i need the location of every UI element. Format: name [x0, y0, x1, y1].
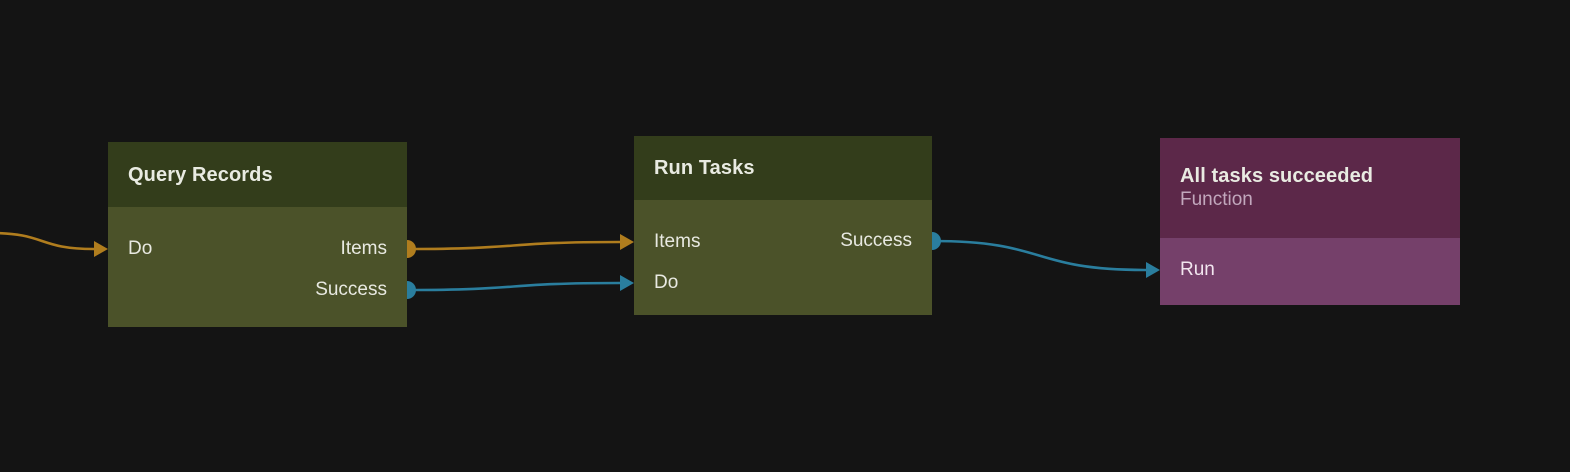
port-label: Items: [654, 231, 701, 252]
output-port-items[interactable]: Items: [341, 237, 387, 261]
edge-arrowhead-success-to-run: [1146, 262, 1160, 278]
port-label: Run: [1180, 259, 1215, 280]
edge-incoming-do[interactable]: [0, 231, 96, 251]
node-title: All tasks succeeded: [1180, 165, 1374, 188]
node-subtitle: Function: [1180, 189, 1253, 211]
edge-success-to-run[interactable]: [930, 239, 1148, 272]
node-body-all-tasks-succeeded: Run: [1160, 238, 1460, 305]
port-label: Success: [840, 230, 912, 251]
edge-success-to-do[interactable]: [405, 281, 622, 292]
edge-arrowhead-incoming-do: [94, 241, 108, 257]
edge-arrowhead-items-to-items: [620, 234, 634, 250]
port-label: Do: [654, 272, 679, 293]
port-label: Items: [340, 238, 387, 259]
port-label: Do: [128, 238, 153, 259]
node-title: Query Records: [128, 163, 273, 186]
node-header-run-tasks[interactable]: Run Tasks: [634, 136, 932, 200]
input-port-do[interactable]: Do: [128, 237, 152, 261]
output-port-success[interactable]: Success: [840, 229, 912, 253]
node-title: Run Tasks: [654, 157, 755, 179]
port-label: Success: [315, 279, 387, 300]
output-port-success[interactable]: Success: [315, 278, 387, 302]
input-port-items[interactable]: Items: [654, 230, 700, 254]
edge-items-to-items[interactable]: [405, 240, 622, 251]
input-port-run[interactable]: Run: [1180, 258, 1215, 282]
edge-arrowhead-success-to-do: [620, 275, 634, 291]
node-header-query-records[interactable]: Query Records: [108, 142, 407, 207]
input-port-do[interactable]: Do: [654, 271, 678, 295]
